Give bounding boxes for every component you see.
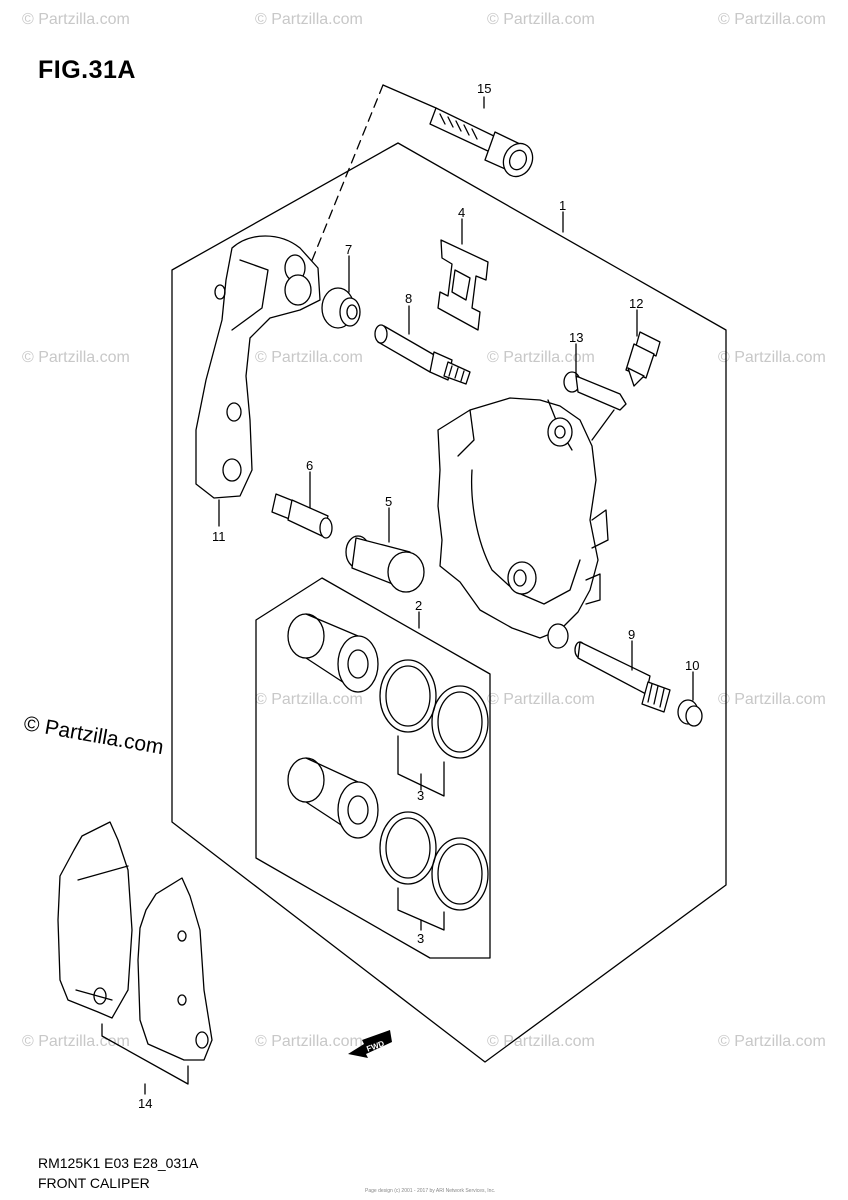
leader-line: [591, 409, 615, 441]
callout-12: 12: [629, 296, 643, 311]
bolt-leader-line: [382, 84, 437, 109]
watermark: © Partzilla.com: [487, 691, 595, 708]
slide-pin-6: [271, 493, 333, 539]
pad-pin-5: [345, 535, 425, 593]
watermark: © Partzilla.com: [487, 1033, 595, 1050]
piston-upper: [287, 613, 379, 693]
caliper-bracket-11: [195, 235, 321, 499]
slide-pin-8: [374, 324, 471, 385]
callout-8: 8: [405, 291, 412, 306]
figure-caption: FRONT CALIPER: [38, 1175, 150, 1191]
callout-9: 9: [628, 627, 635, 642]
plug-10: [677, 699, 703, 727]
callout-13: 13: [569, 330, 583, 345]
bolt-15: [429, 107, 534, 178]
callout-14: 14: [138, 1096, 152, 1111]
watermark-layer: © Partzilla.com © Partzilla.com © Partzi…: [22, 11, 826, 1050]
bleeder-valve-12: [625, 331, 661, 387]
watermark: © Partzilla.com: [255, 691, 363, 708]
bleeder-cap-13: [563, 371, 627, 411]
callout-15: 15: [477, 81, 491, 96]
bolt-leader-line: [299, 84, 384, 291]
callout-3: 3: [417, 931, 424, 946]
callout-6: 6: [306, 458, 313, 473]
watermark: © Partzilla.com: [255, 349, 363, 366]
piston-lower: [287, 757, 379, 839]
watermark: © Partzilla.com: [718, 1033, 826, 1050]
brake-pad-right: [137, 877, 213, 1061]
callout-7: 7: [345, 242, 352, 257]
caliper-body: [437, 397, 609, 649]
model-code: RM125K1 E03 E28_031A: [38, 1155, 199, 1171]
piston-seal-box: [255, 577, 491, 959]
watermark: © Partzilla.com: [22, 1033, 130, 1050]
watermark: © Partzilla.com: [255, 1033, 363, 1050]
brake-pad-left: [57, 821, 133, 1019]
watermark: © Partzilla.com: [718, 349, 826, 366]
seal-set-upper: [379, 659, 489, 759]
watermark: © Partzilla.com: [487, 349, 595, 366]
watermark: © Partzilla.com: [718, 691, 826, 708]
figure-title: FIG.31A: [38, 56, 136, 84]
assembly-outline: [171, 142, 727, 1063]
watermark: © Partzilla.com: [22, 349, 130, 366]
watermark: © Partzilla.com: [255, 11, 363, 28]
seal-set-lower: [379, 811, 489, 911]
callout-5: 5: [385, 494, 392, 509]
watermark: © Partzilla.com: [22, 11, 130, 28]
watermark: © Partzilla.com: [487, 11, 595, 28]
callout-3: 3: [417, 788, 424, 803]
callout-labels: 15 1 4 7 8 12 13 6 5 11 2 9 10 3 3 14: [138, 81, 699, 1111]
callout-1: 1: [559, 198, 566, 213]
watermark: © Partzilla.com: [718, 11, 826, 28]
pad-spring-4: [437, 239, 489, 331]
callout-10: 10: [685, 658, 699, 673]
footer-note: Page design (c) 2001 - 2017 by ARI Netwo…: [365, 1188, 496, 1194]
callout-2: 2: [415, 598, 422, 613]
boot-7: [321, 287, 361, 329]
callout-4: 4: [458, 205, 465, 220]
slide-pin-9: [574, 641, 671, 713]
pad-bracket: [101, 1023, 189, 1085]
callout-11: 11: [212, 529, 226, 544]
